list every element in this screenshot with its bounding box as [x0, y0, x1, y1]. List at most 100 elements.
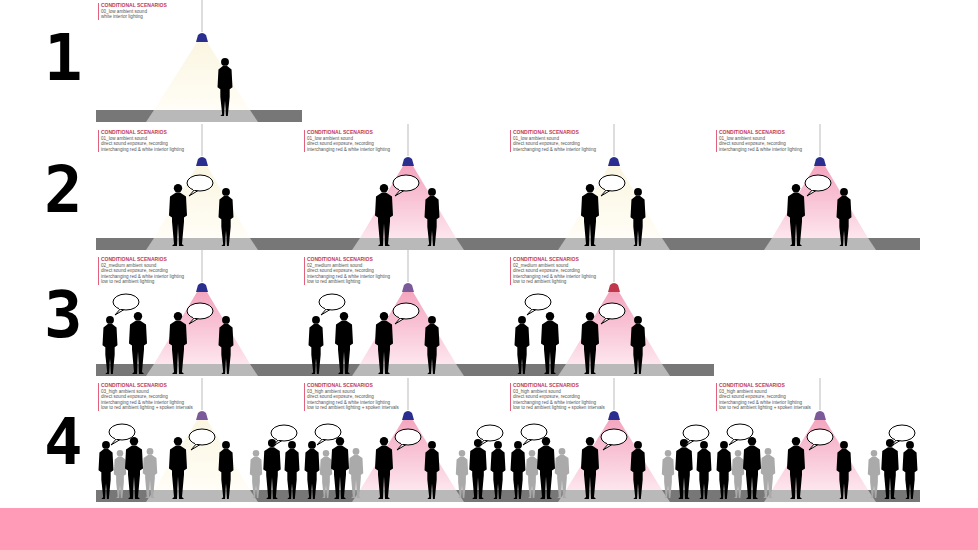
scenario-heading: CONDITIONAL SCENARIOS	[101, 3, 219, 9]
lamp-cord	[202, 0, 203, 32]
person-silhouette	[125, 445, 143, 499]
scenario-line: 03_high ambient sound	[101, 389, 219, 395]
speech-bubble	[315, 424, 341, 440]
scenario-note: CONDITIONAL SCENARIOS01_low ambient soun…	[98, 130, 219, 152]
scenario-heading: CONDITIONAL SCENARIOS	[719, 383, 837, 389]
floor	[508, 364, 714, 376]
scenario-line: 02_medium ambient sound	[101, 263, 219, 269]
lit-floor	[352, 238, 464, 250]
light-cone	[154, 292, 250, 364]
person-head	[634, 188, 642, 196]
person-silhouette	[675, 447, 692, 499]
light-cone	[154, 42, 250, 110]
speech-bubble	[187, 175, 213, 191]
speech-bubble-gap	[195, 441, 200, 444]
lamp-cord	[614, 124, 615, 156]
person-head	[308, 441, 316, 449]
lamp	[814, 157, 826, 166]
person-head	[765, 448, 772, 455]
person-head	[871, 450, 878, 457]
person-silhouette	[717, 449, 732, 499]
person-head	[514, 441, 522, 449]
person-silhouette	[837, 196, 852, 246]
light-cone	[566, 166, 662, 238]
scenario-line: white interior lighting	[101, 14, 219, 20]
scenario-line: direct sound exposure, recording	[101, 394, 219, 400]
floor	[96, 110, 302, 122]
floor	[714, 238, 920, 250]
speech-bubble-gap	[321, 436, 326, 439]
person-head	[665, 450, 672, 457]
floor	[302, 238, 508, 250]
person-head	[102, 441, 110, 449]
person-silhouette	[129, 320, 147, 374]
speech-bubble-gap	[605, 187, 610, 190]
scenario-line: 03_high ambient sound	[719, 389, 837, 395]
scenario-heading: CONDITIONAL SCENARIOS	[513, 257, 631, 263]
scenario-heading: CONDITIONAL SCENARIOS	[513, 130, 631, 136]
person-silhouette	[375, 320, 393, 374]
lit-floor	[146, 238, 258, 250]
scenario-line: low to red ambient lighting + spoken int…	[513, 405, 631, 411]
scenario-line: interchanging red & white interior light…	[513, 147, 631, 153]
lamp	[402, 411, 414, 420]
person-head	[312, 316, 320, 324]
person-silhouette	[219, 449, 234, 499]
speech-bubble	[189, 429, 215, 445]
scenario-line: 01_low ambient sound	[101, 136, 219, 142]
scenario-note: CONDITIONAL SCENARIOS03_high ambient sou…	[304, 383, 425, 411]
person-silhouette	[250, 457, 262, 498]
person-head	[174, 312, 182, 320]
person-silhouette	[285, 449, 300, 499]
floor	[302, 364, 508, 376]
person-silhouette	[555, 455, 570, 498]
scenario-heading: CONDITIONAL SCENARIOS	[101, 257, 219, 263]
scenario-number: 3	[44, 283, 83, 347]
light-cone	[360, 420, 456, 490]
person-head	[340, 312, 348, 320]
person-head	[221, 58, 229, 66]
person-head	[323, 450, 330, 457]
person-silhouette	[263, 447, 280, 499]
person-silhouette	[456, 457, 468, 498]
scenario-note: CONDITIONAL SCENARIOS02_medium ambient s…	[510, 257, 631, 285]
person-silhouette	[169, 320, 187, 374]
speech-bubble-gap	[399, 187, 404, 190]
person-silhouette	[868, 457, 880, 498]
person-head	[680, 439, 688, 447]
lit-floor	[764, 490, 876, 502]
person-head	[268, 439, 276, 447]
speech-bubble-gap	[483, 437, 488, 440]
scenario-line: direct sound exposure, recording	[307, 141, 425, 147]
scenario-line: interchanging red & white interior light…	[719, 400, 837, 406]
lamp	[196, 283, 208, 292]
speech-bubble-gap	[531, 306, 536, 309]
speech-bubble-gap	[399, 315, 404, 318]
person-head	[353, 448, 360, 455]
lamp	[196, 33, 208, 42]
person-head	[586, 184, 594, 192]
light-cone	[360, 292, 456, 364]
scenario-line: direct sound exposure, recording	[719, 394, 837, 400]
speech-bubble	[889, 425, 915, 441]
person-silhouette	[219, 324, 234, 374]
person-head	[518, 316, 526, 324]
scenario-number: 2	[44, 158, 83, 222]
speech-bubble-gap	[277, 437, 282, 440]
scenario-line: 02_medium ambient sound	[513, 263, 631, 269]
lamp	[196, 157, 208, 166]
scenario-line: interchanging red & white interior light…	[101, 274, 219, 280]
speech-bubble	[807, 429, 833, 445]
speech-bubble	[683, 425, 709, 441]
person-silhouette	[331, 445, 349, 499]
lit-floor	[146, 490, 258, 502]
person-silhouette	[787, 445, 805, 499]
scenario-note: CONDITIONAL SCENARIOS03_high ambient sou…	[98, 383, 219, 411]
lamp-cord	[202, 124, 203, 156]
scenario-line: interchanging red & white interior light…	[719, 147, 837, 153]
person-head	[117, 450, 124, 457]
light-cone	[360, 166, 456, 238]
speech-bubble	[521, 424, 547, 440]
person-silhouette	[309, 324, 324, 374]
speech-bubble-gap	[811, 187, 816, 190]
